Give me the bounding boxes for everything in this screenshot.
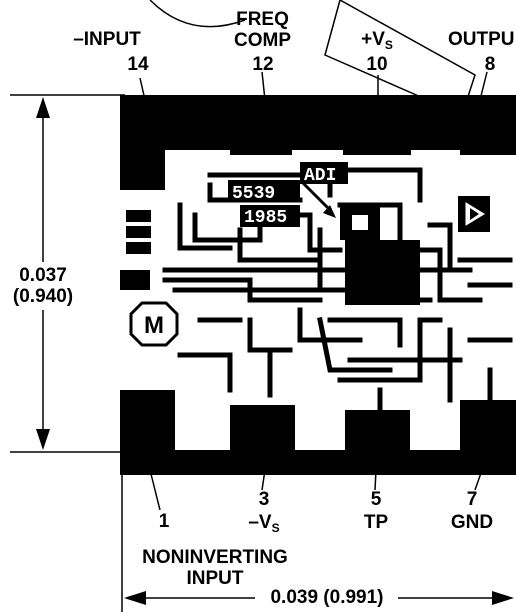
pin10-name-sub: S [384, 38, 393, 52]
pin14-number: 14 [127, 54, 149, 75]
pin7-label: GND [450, 512, 494, 533]
width-arrow-right [492, 591, 514, 605]
leader-lines [139, 71, 488, 511]
height-arrow-top [36, 97, 50, 118]
pin10-name: +V [361, 29, 385, 50]
height-arrow-bottom [36, 429, 50, 450]
width-dimension-label: 0.039 (0.991) [270, 587, 384, 608]
pad-14 [120, 95, 165, 190]
small-pad-3 [126, 242, 151, 254]
pad-7 [460, 400, 516, 475]
pad-12 [230, 95, 292, 155]
pad-3 [230, 405, 295, 475]
logo-letter: M [144, 312, 164, 339]
pin3-number: 3 [258, 489, 270, 510]
logo-octagon [129, 301, 179, 347]
pin3-name-sub: S [271, 521, 280, 535]
width-arrow-left [124, 591, 146, 605]
small-pad-2 [126, 226, 151, 238]
chip-part-number: 5539 [232, 184, 275, 204]
top-arc [149, 0, 246, 28]
pin10-number: 10 [366, 54, 388, 75]
pin1-label-line1: NONINVERTING [142, 547, 288, 568]
pin5-number: 5 [370, 489, 382, 510]
pad-10 [343, 95, 411, 155]
pin8-number: 8 [484, 54, 496, 75]
pin12-number: 12 [252, 54, 274, 75]
pin3-name: –V [248, 512, 272, 533]
pin5-label: TP [363, 512, 389, 533]
height-dimension-inch: 0.037 [19, 265, 67, 286]
height-dimension [10, 94, 125, 453]
center-block [345, 240, 420, 305]
pin1-number: 1 [158, 511, 170, 532]
marking-arrow [298, 178, 332, 212]
small-pad-1 [126, 210, 151, 222]
pad-1 [120, 390, 175, 475]
pin12-label-line1: FREQ [236, 9, 289, 30]
pin12-label-line2: COMP [234, 30, 291, 51]
pin8-label: OUTPU [448, 29, 515, 50]
pin14-label: –INPUT [73, 29, 141, 50]
chip-year: 1985 [244, 208, 287, 228]
pin7-number: 7 [466, 489, 478, 510]
pad-8 [460, 95, 516, 155]
pin1-label-line2: INPUT [186, 568, 244, 589]
pin10-label: +VS [352, 30, 402, 55]
pin3-label: –VS [234, 513, 294, 538]
width-dimension [121, 470, 510, 612]
height-dimension-mm: (0.940) [12, 286, 74, 307]
pad-5 [345, 410, 410, 475]
chip-maker: ADI [304, 166, 336, 186]
